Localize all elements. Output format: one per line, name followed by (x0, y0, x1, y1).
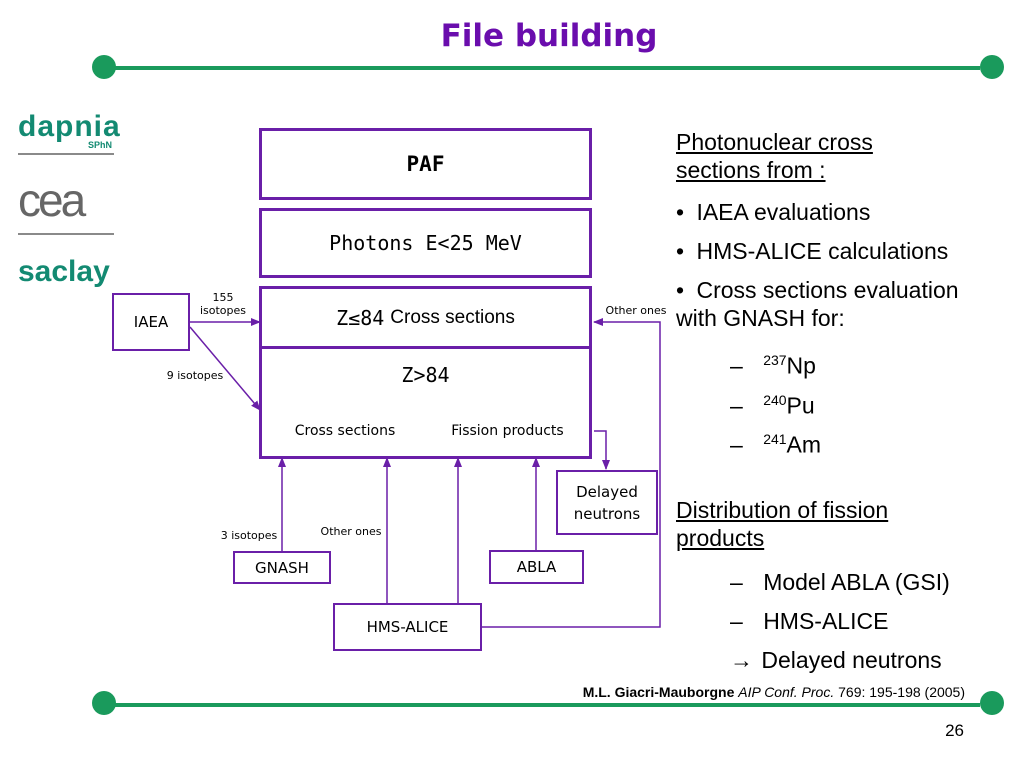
arrow-hms-alice-to-z-le-84 (482, 318, 661, 628)
dash: – (730, 352, 743, 379)
z-le-84-text: Cross sections (390, 307, 515, 328)
item-delayed-text: Delayed neutrons (761, 647, 942, 673)
isotope-am-symbol: Am (786, 431, 822, 458)
item-abla: – Model ABLA (GSI) (730, 568, 950, 596)
label-other-ones-right: Other ones (605, 304, 667, 317)
label-155-unit: isotopes (199, 304, 247, 317)
label-155-isotopes: 155 isotopes (194, 291, 252, 317)
bullet-iaea: • IAEA evaluations (676, 198, 870, 226)
z-le-84-box: Z≤84 Cross sections (259, 286, 592, 350)
bullet-dot: • (676, 199, 685, 225)
paf-label: PAF (406, 152, 445, 176)
z-gt-84-box: Z>84 (259, 346, 592, 459)
saclay-logo: saclay (18, 256, 118, 288)
cea-logo: cea (18, 175, 118, 235)
citation-details: 769: 195-198 (2005) (838, 684, 965, 700)
bullet-dot: • (676, 277, 685, 303)
heading-fission-line2: products (676, 525, 765, 551)
photons-label: Photons E<25 MeV (329, 231, 522, 255)
delayed-label-line2: neutrons (573, 504, 641, 523)
z-le-84-symbol: Z≤84 (336, 306, 385, 330)
z-gt-84-label: Z>84 (401, 363, 450, 387)
page-number: 26 (945, 721, 964, 740)
saclay-logo-text: saclay (18, 255, 110, 288)
bullet-iaea-text: IAEA evaluations (696, 199, 871, 225)
isotope-am-mass: 241 (763, 431, 787, 447)
gnash-label: GNASH (255, 558, 309, 577)
cea-logo-text: cea (18, 174, 86, 226)
bullet-gnash-line1: Cross sections evaluation (696, 277, 959, 303)
isotope-am: – 241Am (730, 425, 821, 459)
bullet-dot: • (676, 238, 685, 264)
hms-alice-box: HMS-ALICE (333, 603, 482, 651)
isotope-np-symbol: Np (786, 352, 816, 379)
arrow-iaea-to-z-gt-84 (189, 326, 261, 411)
label-9-isotopes: 9 isotopes (166, 369, 224, 382)
bullet-gnash-line2: with GNASH for: (676, 305, 845, 331)
bottom-rule (112, 703, 980, 707)
abla-label: ABLA (516, 558, 557, 576)
bullet-hms-alice-text: HMS-ALICE calculations (696, 238, 949, 264)
item-hms-alice-text: HMS-ALICE (763, 608, 889, 634)
heading-fission: Distribution of fission products (676, 496, 888, 552)
delayed-label-line1: Delayed (576, 482, 638, 501)
citation-author: M.L. Giacri-Mauborgne (582, 684, 735, 700)
arrow-glyph: → (730, 647, 753, 673)
top-rule-right-dot (980, 55, 1004, 79)
dash: – (730, 608, 743, 634)
photons-box: Photons E<25 MeV (259, 208, 592, 278)
label-other-ones-bottom: Other ones (320, 525, 382, 538)
heading-photonuclear-line2: sections from : (676, 157, 826, 183)
bullet-gnash: • Cross sections evaluation with GNASH f… (676, 276, 959, 332)
dash: – (730, 392, 743, 419)
delayed-neutrons-box: Delayed neutrons (556, 470, 658, 535)
citation-journal: AIP Conf. Proc. (738, 684, 835, 700)
gnash-box: GNASH (233, 551, 331, 584)
item-delayed: → Delayed neutrons (730, 646, 942, 674)
arrow-fission-to-delayed (594, 430, 610, 470)
item-hms-alice: – HMS-ALICE (730, 607, 888, 635)
bottom-rule-right-dot (980, 691, 1004, 715)
heading-fission-line1: Distribution of fission (676, 497, 889, 523)
logo-divider (18, 153, 114, 155)
isotope-np: – 237Np (730, 346, 816, 380)
iaea-box: IAEA (112, 293, 190, 351)
abla-box: ABLA (489, 550, 584, 584)
fission-products-label: Fission products (451, 423, 564, 439)
isotope-pu-symbol: Pu (786, 392, 815, 419)
slide-title: File building (440, 18, 658, 54)
bullet-hms-alice: • HMS-ALICE calculations (676, 237, 948, 265)
logo-divider (18, 233, 114, 235)
dapnia-logo: dapnia SPhN (18, 110, 121, 155)
cross-sections-label: Cross sections (294, 423, 396, 439)
item-abla-text: Model ABLA (GSI) (763, 569, 950, 595)
label-155-number: 155 (212, 291, 234, 304)
citation: M.L. Giacri-Mauborgne AIP Conf. Proc. 76… (430, 684, 965, 700)
isotope-np-mass: 237 (763, 352, 787, 368)
paf-box: PAF (259, 128, 592, 200)
dapnia-logo-text: dapnia (18, 110, 121, 143)
heading-photonuclear-line1: Photonuclear cross (676, 129, 873, 155)
isotope-pu: – 240Pu (730, 386, 815, 420)
dapnia-logo-subtext: SPhN (87, 140, 112, 150)
heading-photonuclear: Photonuclear cross sections from : (676, 128, 873, 184)
top-rule (112, 66, 980, 70)
dash: – (730, 431, 743, 458)
label-3-isotopes: 3 isotopes (220, 529, 278, 542)
dash: – (730, 569, 743, 595)
hms-alice-label: HMS-ALICE (366, 618, 449, 636)
isotope-pu-mass: 240 (763, 392, 787, 408)
iaea-label: IAEA (133, 313, 169, 331)
